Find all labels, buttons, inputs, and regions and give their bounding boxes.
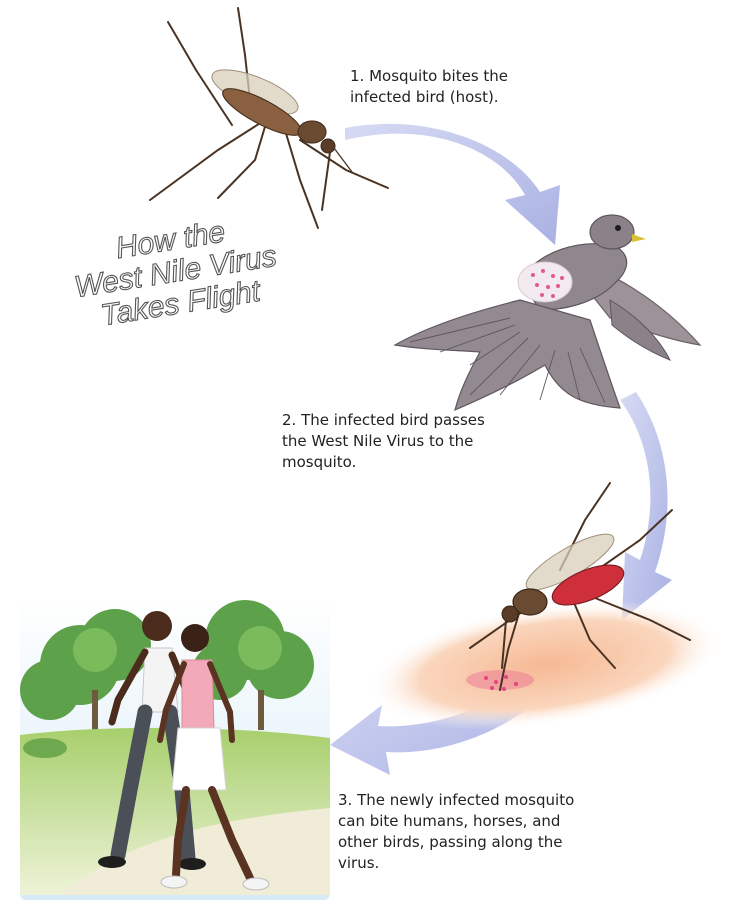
bird-icon (395, 215, 700, 410)
step-2-caption: 2. The infected bird passes the West Nil… (282, 410, 602, 473)
walking-couple-icon (20, 595, 330, 900)
mosquito-icon (150, 8, 388, 228)
step-1-caption: 1. Mosquito bites the infected bird (hos… (350, 66, 610, 108)
step-3-caption: 3. The newly infected mosquito can bite … (338, 790, 718, 874)
